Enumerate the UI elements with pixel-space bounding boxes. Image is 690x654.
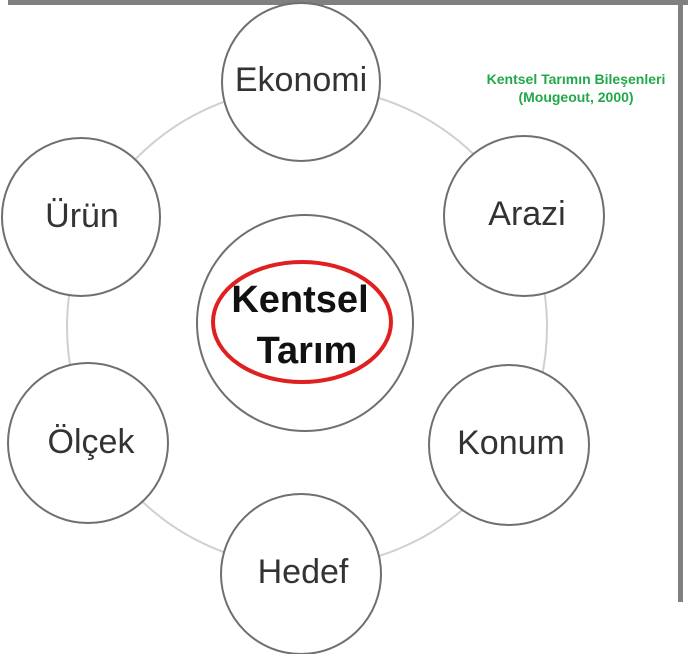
node-ekonomi-label: Ekonomi xyxy=(235,61,367,99)
top-border xyxy=(8,0,688,5)
node-olcek: Ölçek xyxy=(7,362,169,524)
center-label-line2: Tarım xyxy=(257,330,358,372)
node-hedef: Hedef xyxy=(220,493,382,654)
right-border xyxy=(678,0,683,602)
node-olcek-label: Ölçek xyxy=(48,423,136,461)
node-konum-label: Konum xyxy=(457,424,565,462)
node-urun: Ürün xyxy=(1,137,161,297)
node-urun-label: Ürün xyxy=(45,197,119,235)
caption-title: Kentsel Tarımın Bileşenleri xyxy=(486,71,666,87)
center-label-line1: Kentsel xyxy=(231,279,368,321)
node-hedef-label: Hedef xyxy=(258,553,349,591)
center-highlight-ellipse xyxy=(211,260,393,384)
node-ekonomi: Ekonomi xyxy=(221,2,381,162)
node-arazi-label: Arazi xyxy=(488,195,565,233)
caption-source: (Mougeout, 2000) xyxy=(518,89,634,105)
diagram-caption: Kentsel Tarımın Bileşenleri (Mougeout, 2… xyxy=(466,70,686,106)
center-node: Kentsel Tarım xyxy=(196,214,414,432)
node-konum: Konum xyxy=(428,364,590,526)
node-arazi: Arazi xyxy=(443,135,605,297)
